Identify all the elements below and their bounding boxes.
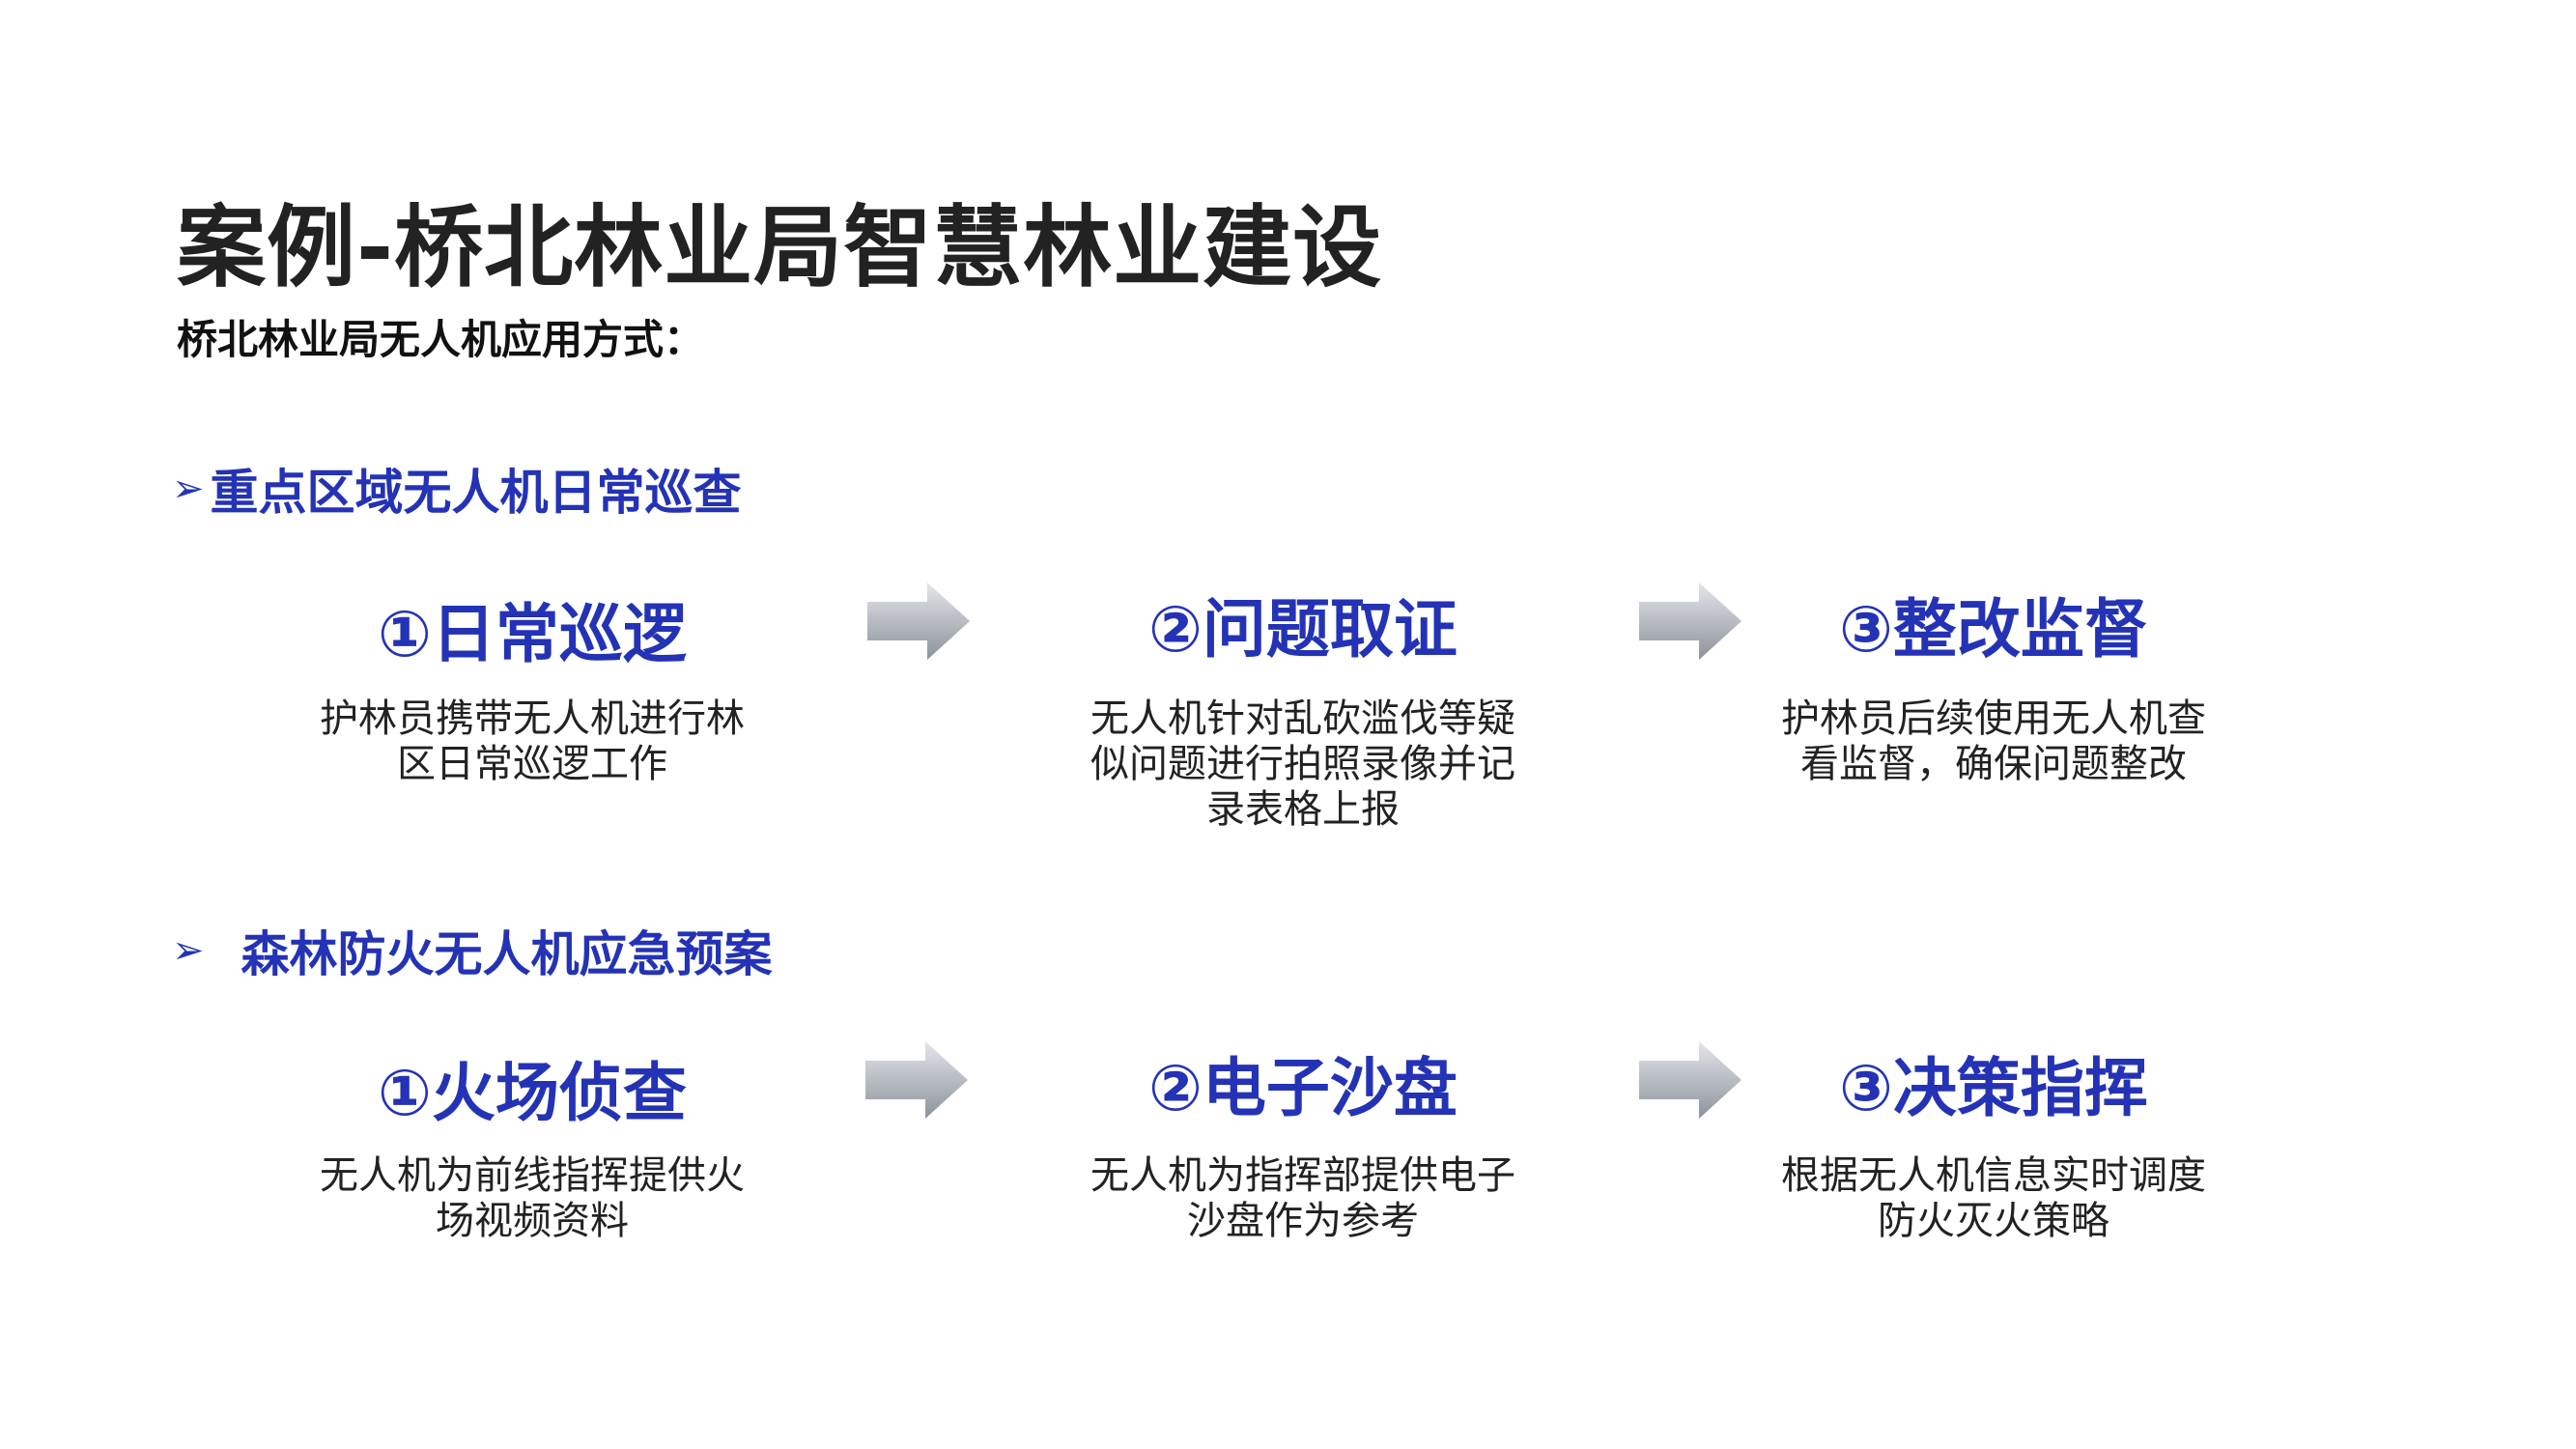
section-heading-patrol: ➢ 重点区域无人机日常巡查 [172,454,742,524]
section-heading-label: 重点区域无人机日常巡查 [210,465,742,521]
section-heading-fire: ➢ 森林防火无人机应急预案 [172,916,773,985]
arrow-bullet-icon: ➢ [172,928,205,973]
page-subtitle: 桥北林业局无人机应用方式： [177,316,705,363]
step-title-sand-table: ②电子沙盘 [1148,1051,1458,1125]
arrow-bullet-icon: ➢ [172,467,205,511]
step-title-command: ③决策指挥 [1839,1051,2148,1125]
step-desc-daily-patrol: 护林员携带无人机进行林区日常巡逻工作 [320,696,745,786]
step-title-fire-recon: ①火场侦查 [378,1056,687,1130]
page-title: 案例-桥北林业局智慧林业建设 [177,196,1383,299]
step-title-daily-patrol: ①日常巡逻 [378,597,687,671]
step-desc-evidence: 无人机针对乱砍滥伐等疑似问题进行拍照录像并记录表格上报 [1090,696,1515,832]
flow-arrow-icon [1639,582,1741,660]
section-heading-label: 森林防火无人机应急预案 [241,926,773,982]
step-title-supervision: ③整改监督 [1839,592,2148,667]
step-desc-fire-recon: 无人机为前线指挥提供火场视频资料 [320,1153,745,1243]
step-desc-supervision: 护林员后续使用无人机查看监督，确保问题整改 [1781,696,2206,786]
step-desc-command: 根据无人机信息实时调度防火灭火策略 [1781,1153,2206,1243]
step-desc-sand-table: 无人机为指挥部提供电子沙盘作为参考 [1090,1153,1515,1243]
flow-arrow-icon [867,582,970,660]
step-title-evidence: ②问题取证 [1148,592,1458,667]
flow-arrow-icon [865,1041,968,1119]
flow-arrow-icon [1639,1041,1741,1119]
